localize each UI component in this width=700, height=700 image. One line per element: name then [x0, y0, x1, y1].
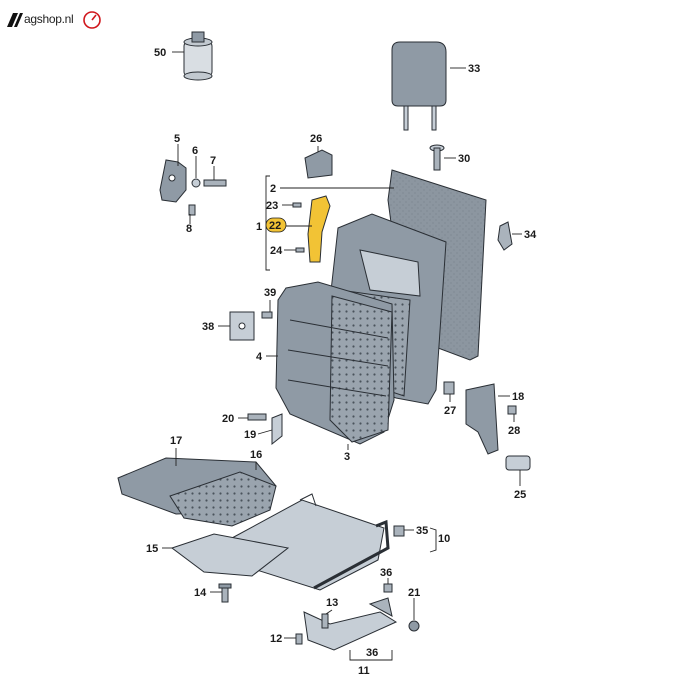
- callout-1: 1: [256, 221, 262, 233]
- callout-18: 18: [512, 391, 524, 403]
- part-28-screw: [507, 405, 517, 415]
- part-27-clip: [443, 381, 455, 395]
- brand-name: agshop.nl: [24, 12, 74, 26]
- part-14-bolt: [218, 583, 232, 603]
- part-39-pin: [261, 311, 273, 319]
- part-5-bracket: [159, 159, 187, 203]
- brand-logo[interactable]: agshop.nl: [6, 10, 106, 32]
- part-50-can: [183, 31, 213, 81]
- callout-5: 5: [174, 133, 180, 145]
- part-36-clip: [383, 583, 393, 593]
- callout-14: 14: [194, 587, 207, 599]
- callout-2: 2: [270, 183, 276, 195]
- part-11-latch-rail: [303, 597, 398, 651]
- part-15-mat: [170, 533, 290, 577]
- callout-22-highlight: [265, 217, 287, 233]
- callout-10: 10: [438, 533, 450, 545]
- logo-mark-icon: [7, 13, 23, 27]
- callout-25: 25: [514, 489, 526, 501]
- part-6-washer: [191, 178, 201, 188]
- callout-8: 8: [186, 223, 192, 235]
- part-7-bolt: [203, 179, 227, 187]
- callout-13: 13: [326, 597, 338, 609]
- callout-34: 34: [524, 229, 537, 241]
- part-18-cover: [465, 383, 499, 455]
- callout-12: 12: [270, 633, 282, 645]
- callout-23: 23: [266, 200, 278, 212]
- callout-30: 30: [458, 153, 470, 165]
- callout-28: 28: [508, 425, 520, 437]
- part-35-clip: [393, 525, 405, 537]
- callout-33: 33: [468, 63, 480, 75]
- callout-17: 17: [170, 435, 182, 447]
- part-38-hinge: [229, 311, 255, 341]
- part-8-screw: [188, 204, 196, 216]
- callout-21: 21: [408, 587, 420, 599]
- callout-19: 19: [244, 429, 256, 441]
- callout-35: 35: [416, 525, 428, 537]
- callout-7: 7: [210, 155, 216, 167]
- callout-24: 24: [270, 245, 283, 257]
- part-21-nut: [408, 620, 420, 632]
- callout-38: 38: [202, 321, 214, 333]
- part-13-bolt: [321, 613, 329, 629]
- part-24-screw: [295, 247, 305, 253]
- part-22-release-lever: [307, 195, 331, 263]
- callout-6: 6: [192, 145, 198, 157]
- callout-22: 22: [269, 220, 281, 232]
- part-34-clip: [497, 221, 513, 251]
- callout-36-lower: 36: [366, 647, 378, 659]
- callout-15: 15: [146, 543, 158, 555]
- gauge-icon: [83, 11, 101, 29]
- part-26-cap: [304, 149, 333, 179]
- part-33-headrest: [391, 41, 447, 131]
- callout-27: 27: [444, 405, 456, 417]
- callout-36-upper: 36: [380, 567, 392, 579]
- callout-labels: 50 33 5 6 7 8 26 30 2 23 1 22 24 34 39 3…: [146, 47, 537, 677]
- part-12-screw: [295, 633, 303, 645]
- callout-26: 26: [310, 133, 322, 145]
- part-23-screw: [292, 202, 302, 208]
- callout-39: 39: [264, 287, 276, 299]
- callout-50: 50: [154, 47, 166, 59]
- callout-3: 3: [344, 451, 350, 463]
- callout-11: 11: [358, 665, 370, 677]
- callout-16: 16: [250, 449, 262, 461]
- part-19-clip: [271, 413, 283, 446]
- part-20-bolt: [247, 413, 267, 421]
- leader-lines: [162, 51, 522, 661]
- part-30-guide: [429, 144, 445, 171]
- part-16-seat-pad: [169, 471, 277, 527]
- part-4-backrest-pad: [275, 281, 395, 445]
- part-25-socket: [505, 455, 531, 471]
- callout-4: 4: [256, 351, 263, 363]
- callout-20: 20: [222, 413, 234, 425]
